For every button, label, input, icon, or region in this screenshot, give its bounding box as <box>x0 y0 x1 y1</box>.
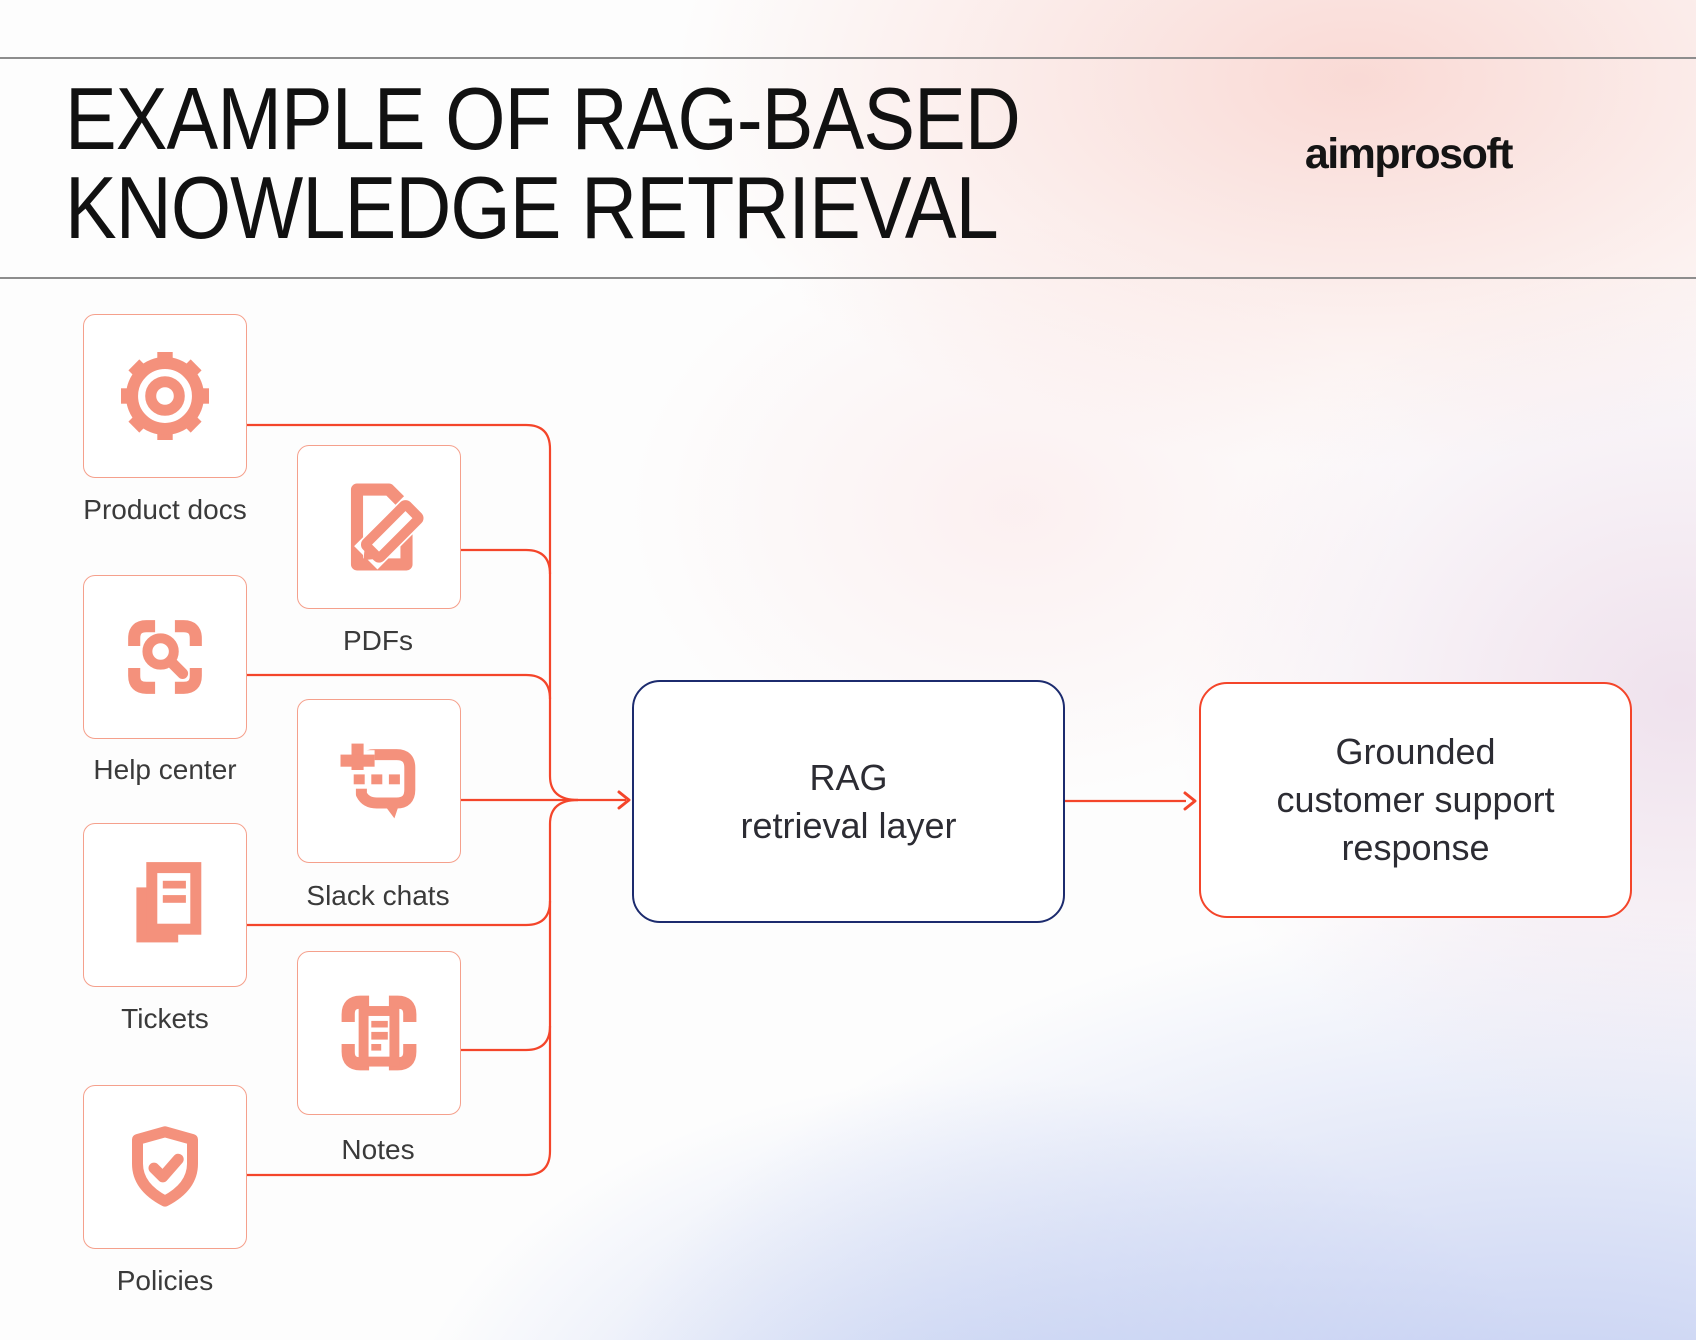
grounded-response-box: Grounded customer support response <box>1199 682 1632 918</box>
connector-pdfs <box>459 548 552 575</box>
gear-icon <box>121 352 209 440</box>
document-pencil-icon <box>350 483 429 571</box>
output-box-line2: customer support <box>1276 779 1555 820</box>
chat-plus-icon <box>340 743 416 819</box>
stacked-documents-icon <box>136 862 202 943</box>
connector-product-docs <box>247 423 579 802</box>
header-divider-line <box>0 277 1696 279</box>
plus-glyph <box>340 743 375 778</box>
source-box-help-center <box>83 575 247 739</box>
connector-help-center <box>247 673 552 700</box>
label-slack-chats: Slack chats <box>306 880 450 911</box>
output-box-line1: Grounded <box>1335 731 1496 772</box>
dots-row <box>350 770 404 789</box>
shield-check-icon <box>132 1126 198 1207</box>
rag-box-line2: retrieval layer <box>740 804 957 846</box>
page-title-line1: EXAMPLE OF RAG-BASED <box>65 69 1021 168</box>
arrowhead-into-rag <box>617 790 631 810</box>
aimprosoft-logo: aimprosoft <box>1304 130 1514 178</box>
label-help-center: Help center <box>93 754 237 785</box>
source-box-tickets <box>83 823 247 987</box>
rag-retrieval-layer-box: RAG retrieval layer <box>632 680 1065 923</box>
source-box-slack-chats <box>297 699 461 863</box>
arrowhead-into-output <box>1183 791 1197 811</box>
label-product-docs: Product docs <box>83 494 247 525</box>
source-box-notes <box>297 951 461 1115</box>
label-notes: Notes <box>341 1134 415 1165</box>
output-box-line3: response <box>1341 827 1490 868</box>
label-tickets: Tickets <box>121 1003 209 1034</box>
source-box-pdfs <box>297 445 461 609</box>
connector-tickets <box>247 900 552 927</box>
connector-policies <box>247 798 579 1177</box>
label-pdfs: PDFs <box>343 625 413 656</box>
page-title: EXAMPLE OF RAG-BASED KNOWLEDGE RETRIEVAL <box>65 69 1021 257</box>
source-box-policies <box>83 1085 247 1249</box>
top-divider-line <box>0 57 1696 59</box>
rag-box-line1: RAG <box>809 756 888 798</box>
scan-document-icon <box>341 995 417 1071</box>
scan-magnifier-icon <box>128 620 202 694</box>
source-box-product-docs <box>83 314 247 478</box>
label-policies: Policies <box>116 1265 214 1296</box>
connector-notes <box>459 1025 552 1052</box>
page-title-line2: KNOWLEDGE RETRIEVAL <box>65 158 999 257</box>
